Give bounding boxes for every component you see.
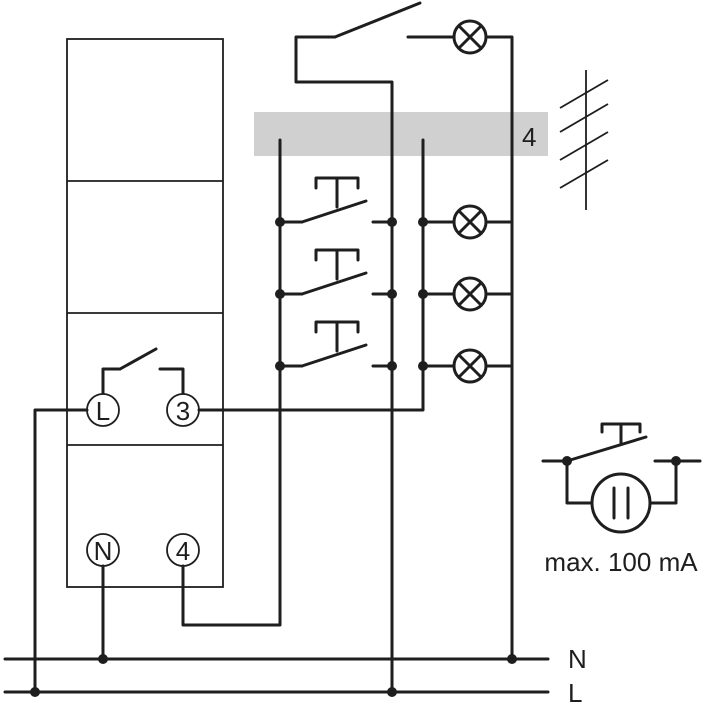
illuminated-button-legend-icon: [541, 422, 702, 534]
terminal-3-label: 3: [176, 396, 190, 426]
terminal-N: N: [86, 533, 120, 567]
push-button-3: [278, 320, 394, 368]
bus-band: [254, 112, 548, 156]
lamp-icon: [452, 204, 488, 240]
lamp-icon: [452, 348, 488, 384]
rail-L-label: L: [568, 678, 582, 708]
push-button-1: [278, 176, 394, 224]
terminal-N-label: N: [94, 536, 113, 566]
junction-dots: [30, 217, 517, 697]
terminal-3: 3: [166, 393, 200, 427]
lamp-icon: [452, 19, 488, 55]
bus-count-label: 4: [522, 122, 536, 152]
relay-internal-contact: [101, 347, 185, 395]
push-button-2: [278, 248, 394, 296]
wiring: [33, 1, 514, 694]
terminal-L: L: [86, 393, 120, 427]
terminal-L-label: L: [96, 396, 110, 426]
bundle-hatch-icon: [559, 70, 609, 210]
rail-N-label: N: [568, 644, 587, 674]
terminal-4-label: 4: [176, 536, 190, 566]
lamp-icon: [452, 276, 488, 312]
terminal-4: 4: [166, 533, 200, 567]
relay-device: [66, 38, 224, 588]
legend-rating-label: max. 100 mA: [544, 547, 698, 577]
